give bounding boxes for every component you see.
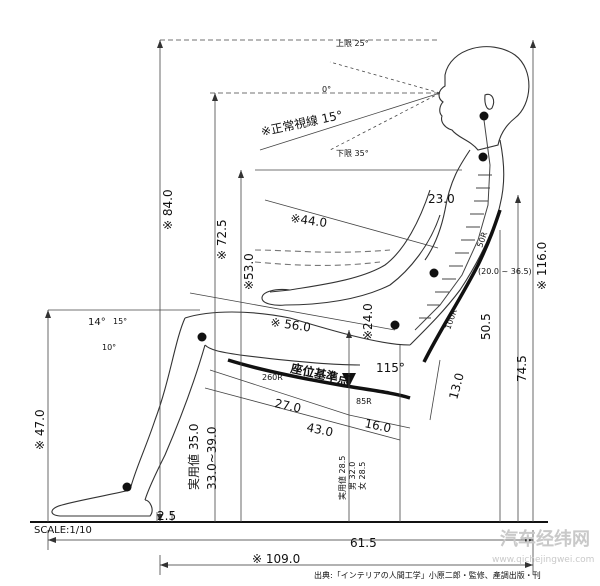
dim-2-5: 2.5 — [157, 509, 176, 523]
dim-43: 43.0 — [305, 420, 334, 439]
height-notes: 実用値 35.0 33.0~39.0 実用値 28.5 男 32.0 女 28.… — [186, 423, 367, 500]
joint-markers — [122, 111, 489, 492]
dim-53: ※53.0 — [242, 253, 256, 290]
male-32: 男 32.0 — [348, 462, 357, 490]
dimension-lines — [30, 39, 548, 575]
angle-115: 115° — [376, 361, 405, 375]
dim-23: 23.0 — [428, 192, 455, 206]
radius-85: 85R — [356, 397, 372, 406]
female-28-5: 女 28.5 — [357, 462, 367, 490]
dim-84: ※ 84.0 — [161, 189, 175, 230]
spine — [414, 119, 492, 331]
lower-view-angle: 下限 35° — [336, 149, 369, 158]
dim-61-5: 61.5 — [350, 536, 377, 550]
arrowheads — [45, 40, 536, 568]
dim-74-5: 74.5 — [515, 355, 529, 382]
spine-range: (20.0 ~ 36.5) — [478, 267, 532, 276]
watermark: 汽车经纬网 www.qichejingwei.com — [492, 528, 594, 565]
dim-47: ※ 47.0 — [33, 409, 47, 450]
dim-72-5: ※ 72.5 — [215, 219, 229, 260]
joint-knee — [197, 332, 207, 342]
dim-116: ※ 116.0 — [535, 242, 549, 290]
human-figure — [51, 46, 530, 517]
normal-sight-line-label: ※正常視線 15° — [260, 107, 344, 139]
angle-10: 10° — [102, 343, 116, 352]
joint-hip — [390, 320, 400, 330]
dim-56: ※ 56.0 — [270, 315, 312, 335]
dim-13: 13.0 — [446, 371, 466, 400]
actual-range-33-39: 33.0~39.0 — [205, 427, 219, 491]
dim-16: 16.0 — [363, 416, 392, 435]
actual-value-35: 実用値 35.0 — [186, 423, 201, 490]
joint-ankle — [122, 482, 132, 492]
dim-24: ※24.0 — [361, 303, 375, 340]
joint-lumbar — [429, 268, 439, 278]
joint-upper-spine — [478, 152, 488, 162]
dim-44: ※44.0 — [290, 211, 328, 230]
actual-value-28-5: 実用値 28.5 — [337, 456, 347, 500]
dim-109: ※ 109.0 — [252, 552, 300, 566]
eye-level-angle: 0° — [322, 85, 331, 94]
joint-neck — [479, 111, 489, 121]
dimension-values: ※ 84.0 ※ 72.5 ※53.0 ※44.0 23.0 ※ 56.0 ※2… — [33, 189, 549, 566]
upper-view-angle: 上限 25° — [336, 39, 369, 48]
watermark-brand: 汽车经纬网 — [500, 528, 590, 550]
seat — [227, 209, 502, 400]
radius-260: 260R — [262, 373, 283, 382]
angle-14: 14° — [88, 317, 106, 328]
radius-100: 100R — [443, 308, 459, 331]
dim-27: 27.0 — [273, 396, 302, 415]
scale-label: SCALE:1/10 — [34, 525, 92, 536]
source-citation: 出典:「インテリアの人間工学」小原二郎・監修、產調出版・刊 — [314, 570, 541, 580]
watermark-url: www.qichejingwei.com — [492, 555, 594, 565]
angle-15: 15° — [113, 317, 127, 326]
dim-50-5: 50.5 — [479, 313, 493, 340]
